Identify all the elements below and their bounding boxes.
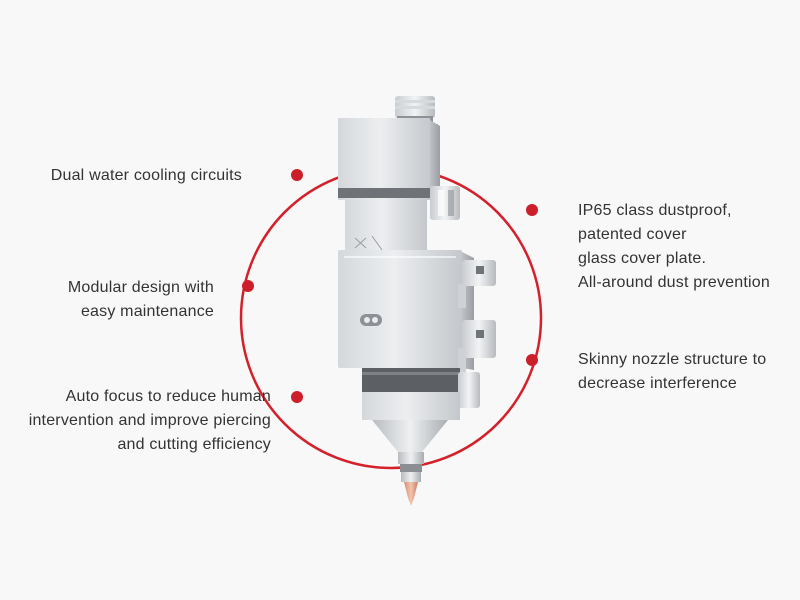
marker-cooling: [291, 169, 303, 181]
feature-line: patented cover: [578, 226, 687, 243]
feature-line: decrease interference: [578, 375, 737, 392]
feature-line: and cutting efficiency: [117, 436, 271, 453]
laser-head-illustration: [338, 96, 496, 506]
feature-label-cooling: Dual water cooling circuits: [51, 164, 242, 188]
feature-label-modular: Modular design with easy maintenance: [68, 276, 214, 324]
feature-line: Skinny nozzle structure to: [578, 351, 767, 368]
feature-line: Modular design with: [67, 279, 214, 296]
feature-line: glass cover plate.: [578, 250, 707, 267]
feature-label-ip65: IP65 class dustproof, patented cover gla…: [578, 199, 770, 295]
marker-modular: [242, 280, 254, 292]
feature-line: Dual water cooling circuits: [50, 167, 242, 184]
feature-label-nozzle: Skinny nozzle structure to decrease inte…: [578, 348, 766, 396]
feature-line: Auto focus to reduce human: [65, 388, 271, 405]
feature-line: intervention and improve piercing: [28, 412, 271, 429]
feature-label-autofocus: Auto focus to reduce human intervention …: [29, 385, 271, 457]
feature-line: easy maintenance: [80, 303, 214, 320]
feature-line: All-around dust prevention: [578, 274, 770, 291]
marker-nozzle: [526, 354, 538, 366]
feature-line: IP65 class dustproof,: [578, 202, 732, 219]
marker-autofocus: [291, 391, 303, 403]
marker-ip65: [526, 204, 538, 216]
